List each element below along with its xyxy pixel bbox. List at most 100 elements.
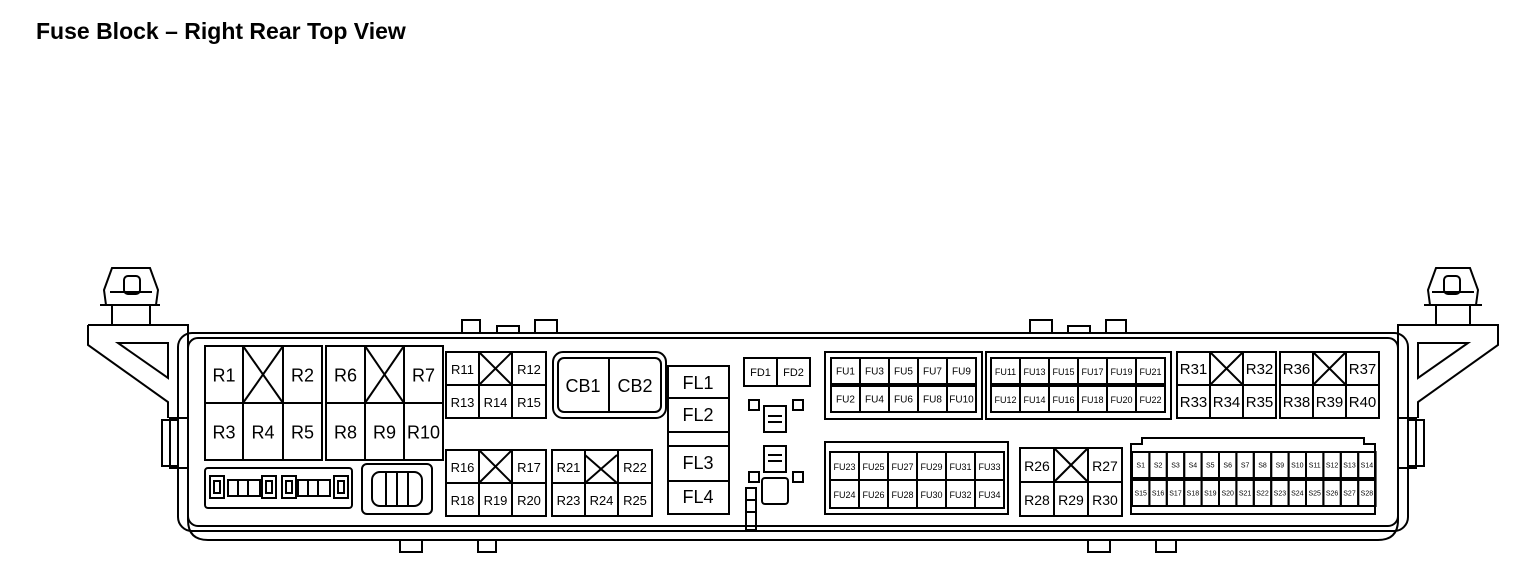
fuse-fu22-cell xyxy=(1135,385,1166,413)
fuse-fu21-cell xyxy=(1135,357,1166,385)
relay-r4-label: R4 xyxy=(251,423,274,443)
small-fuse-s28-cell xyxy=(1357,479,1377,507)
empty-slot-cross xyxy=(364,345,405,404)
relay-r30-cell xyxy=(1087,481,1123,517)
fuse-fu25-label: FU25 xyxy=(862,462,884,472)
fuse-fu34-label: FU34 xyxy=(978,490,1000,500)
diode-terminal-slot xyxy=(213,480,221,494)
fuse-fu16-label: FU16 xyxy=(1052,395,1074,405)
relay-r23-label: R23 xyxy=(557,493,581,508)
empty-slot-cross xyxy=(1312,351,1347,386)
housing-outline xyxy=(87,325,169,418)
fuse-fu4-label: FU4 xyxy=(865,395,884,406)
housing-inner-wall xyxy=(187,337,1399,527)
small-fuse-s13-label: S13 xyxy=(1343,463,1356,470)
fuse-fu10-cell xyxy=(946,385,977,413)
fuse-fu26-label: FU26 xyxy=(862,490,884,500)
terminal xyxy=(748,399,760,411)
fuse-block-3 xyxy=(824,441,1009,515)
relay-r6-label: R6 xyxy=(334,366,357,386)
relay-r5-cell xyxy=(282,402,323,461)
fuse-fu9-label: FU9 xyxy=(952,367,971,378)
bottom-tab xyxy=(1155,539,1177,553)
small-fuse-s1-label: S1 xyxy=(1136,463,1145,470)
relay-r7-label: R7 xyxy=(412,366,435,386)
empty-slot-cross xyxy=(1209,351,1244,386)
fuse-fu33-label: FU33 xyxy=(978,462,1000,472)
side-rib xyxy=(1417,342,1472,380)
fuse-fu1-label: FU1 xyxy=(836,367,855,378)
small-fuse-s4-label: S4 xyxy=(1189,463,1198,470)
circuit-breaker-cb2: CB2 xyxy=(617,376,652,396)
relay-r27-label: R27 xyxy=(1092,458,1118,474)
relay-r21-label: R21 xyxy=(557,460,581,475)
relay-r32-label: R32 xyxy=(1246,361,1274,378)
relay-r40-label: R40 xyxy=(1349,394,1377,411)
terminal xyxy=(748,471,760,483)
fuse-fu12-label: FU12 xyxy=(994,395,1016,405)
empty-slot-cross xyxy=(1053,447,1089,483)
fuse-fu19-label: FU19 xyxy=(1110,367,1132,377)
relay-r20-cell xyxy=(511,482,547,517)
small-fuse-s2-label: S2 xyxy=(1154,463,1163,470)
relay-r16-label: R16 xyxy=(451,460,475,475)
fuse-fu8-label: FU8 xyxy=(923,395,942,406)
small-fuse-s5-label: S5 xyxy=(1206,463,1215,470)
fusible-link-fl2: FL2 xyxy=(682,405,713,425)
fuse-fu6-label: FU6 xyxy=(894,395,913,406)
side-connector xyxy=(1407,419,1425,467)
empty-slot-cross xyxy=(584,454,618,484)
small-fuse-s9-label: S9 xyxy=(1276,463,1285,470)
fuse-fu34-cell xyxy=(974,479,1005,509)
relay-r19-label: R19 xyxy=(484,493,508,508)
fusible-link-fl1: FL1 xyxy=(682,373,713,393)
small-fuse-s20-label: S20 xyxy=(1221,491,1234,498)
top-tab xyxy=(496,325,520,334)
relay-r10-cell xyxy=(403,402,444,461)
relay-r13-label: R13 xyxy=(451,395,475,410)
relay-r33-label: R33 xyxy=(1180,394,1208,411)
small-fuse-s14-cell xyxy=(1357,451,1377,479)
fuse-fu13-label: FU13 xyxy=(1023,367,1045,377)
relay-r2-label: R2 xyxy=(291,366,314,386)
top-tab xyxy=(1105,319,1127,334)
bottom-tab xyxy=(399,539,423,553)
small-fuse-s17-label: S17 xyxy=(1169,491,1182,498)
relay-r8-label: R8 xyxy=(334,423,357,443)
fuse-fu24-label: FU24 xyxy=(833,490,855,500)
small-fuse-s23-label: S23 xyxy=(1274,491,1287,498)
fuse-fu21-label: FU21 xyxy=(1139,367,1161,377)
empty-slot-cross xyxy=(478,449,513,484)
small-fuse-s12-label: S12 xyxy=(1326,463,1339,470)
relay-r30-label: R30 xyxy=(1092,492,1118,508)
fuse-fu11-label: FU11 xyxy=(995,367,1016,377)
relay-r34-label: R34 xyxy=(1213,394,1241,411)
relay-r28-label: R28 xyxy=(1024,492,1050,508)
small-fuse-s26-label: S26 xyxy=(1326,491,1339,498)
diode-terminal-slot xyxy=(265,480,273,494)
diode-terminal xyxy=(261,475,277,499)
clip-hole xyxy=(123,275,141,295)
small-fuse-s28-label: S28 xyxy=(1361,491,1374,498)
relay-r35-cell xyxy=(1242,384,1277,419)
relay-r14-label: R14 xyxy=(484,395,508,410)
fuse-fu22-label: FU22 xyxy=(1139,395,1161,405)
fuse-fu23-label: FU23 xyxy=(833,462,855,472)
relay-r38-label: R38 xyxy=(1283,394,1311,411)
fd2-label: FD2 xyxy=(783,367,804,379)
fuse-fu32-label: FU32 xyxy=(949,490,971,500)
mounting-clip-left xyxy=(100,267,160,325)
side-rib xyxy=(114,342,169,380)
small-fuse-s24-label: S24 xyxy=(1291,491,1304,498)
relay-r29-label: R29 xyxy=(1058,492,1084,508)
small-fuse-s11-label: S11 xyxy=(1309,463,1321,470)
relay-r24-label: R24 xyxy=(590,493,614,508)
diagram-title: Fuse Block – Right Rear Top View xyxy=(36,18,406,44)
terminal xyxy=(792,471,804,483)
top-tab xyxy=(461,319,481,334)
fuse-fu30-label: FU30 xyxy=(920,490,942,500)
fuse-block-2 xyxy=(985,351,1172,420)
fuse-fu5-label: FU5 xyxy=(894,367,913,378)
relay-r25-cell xyxy=(617,482,653,517)
